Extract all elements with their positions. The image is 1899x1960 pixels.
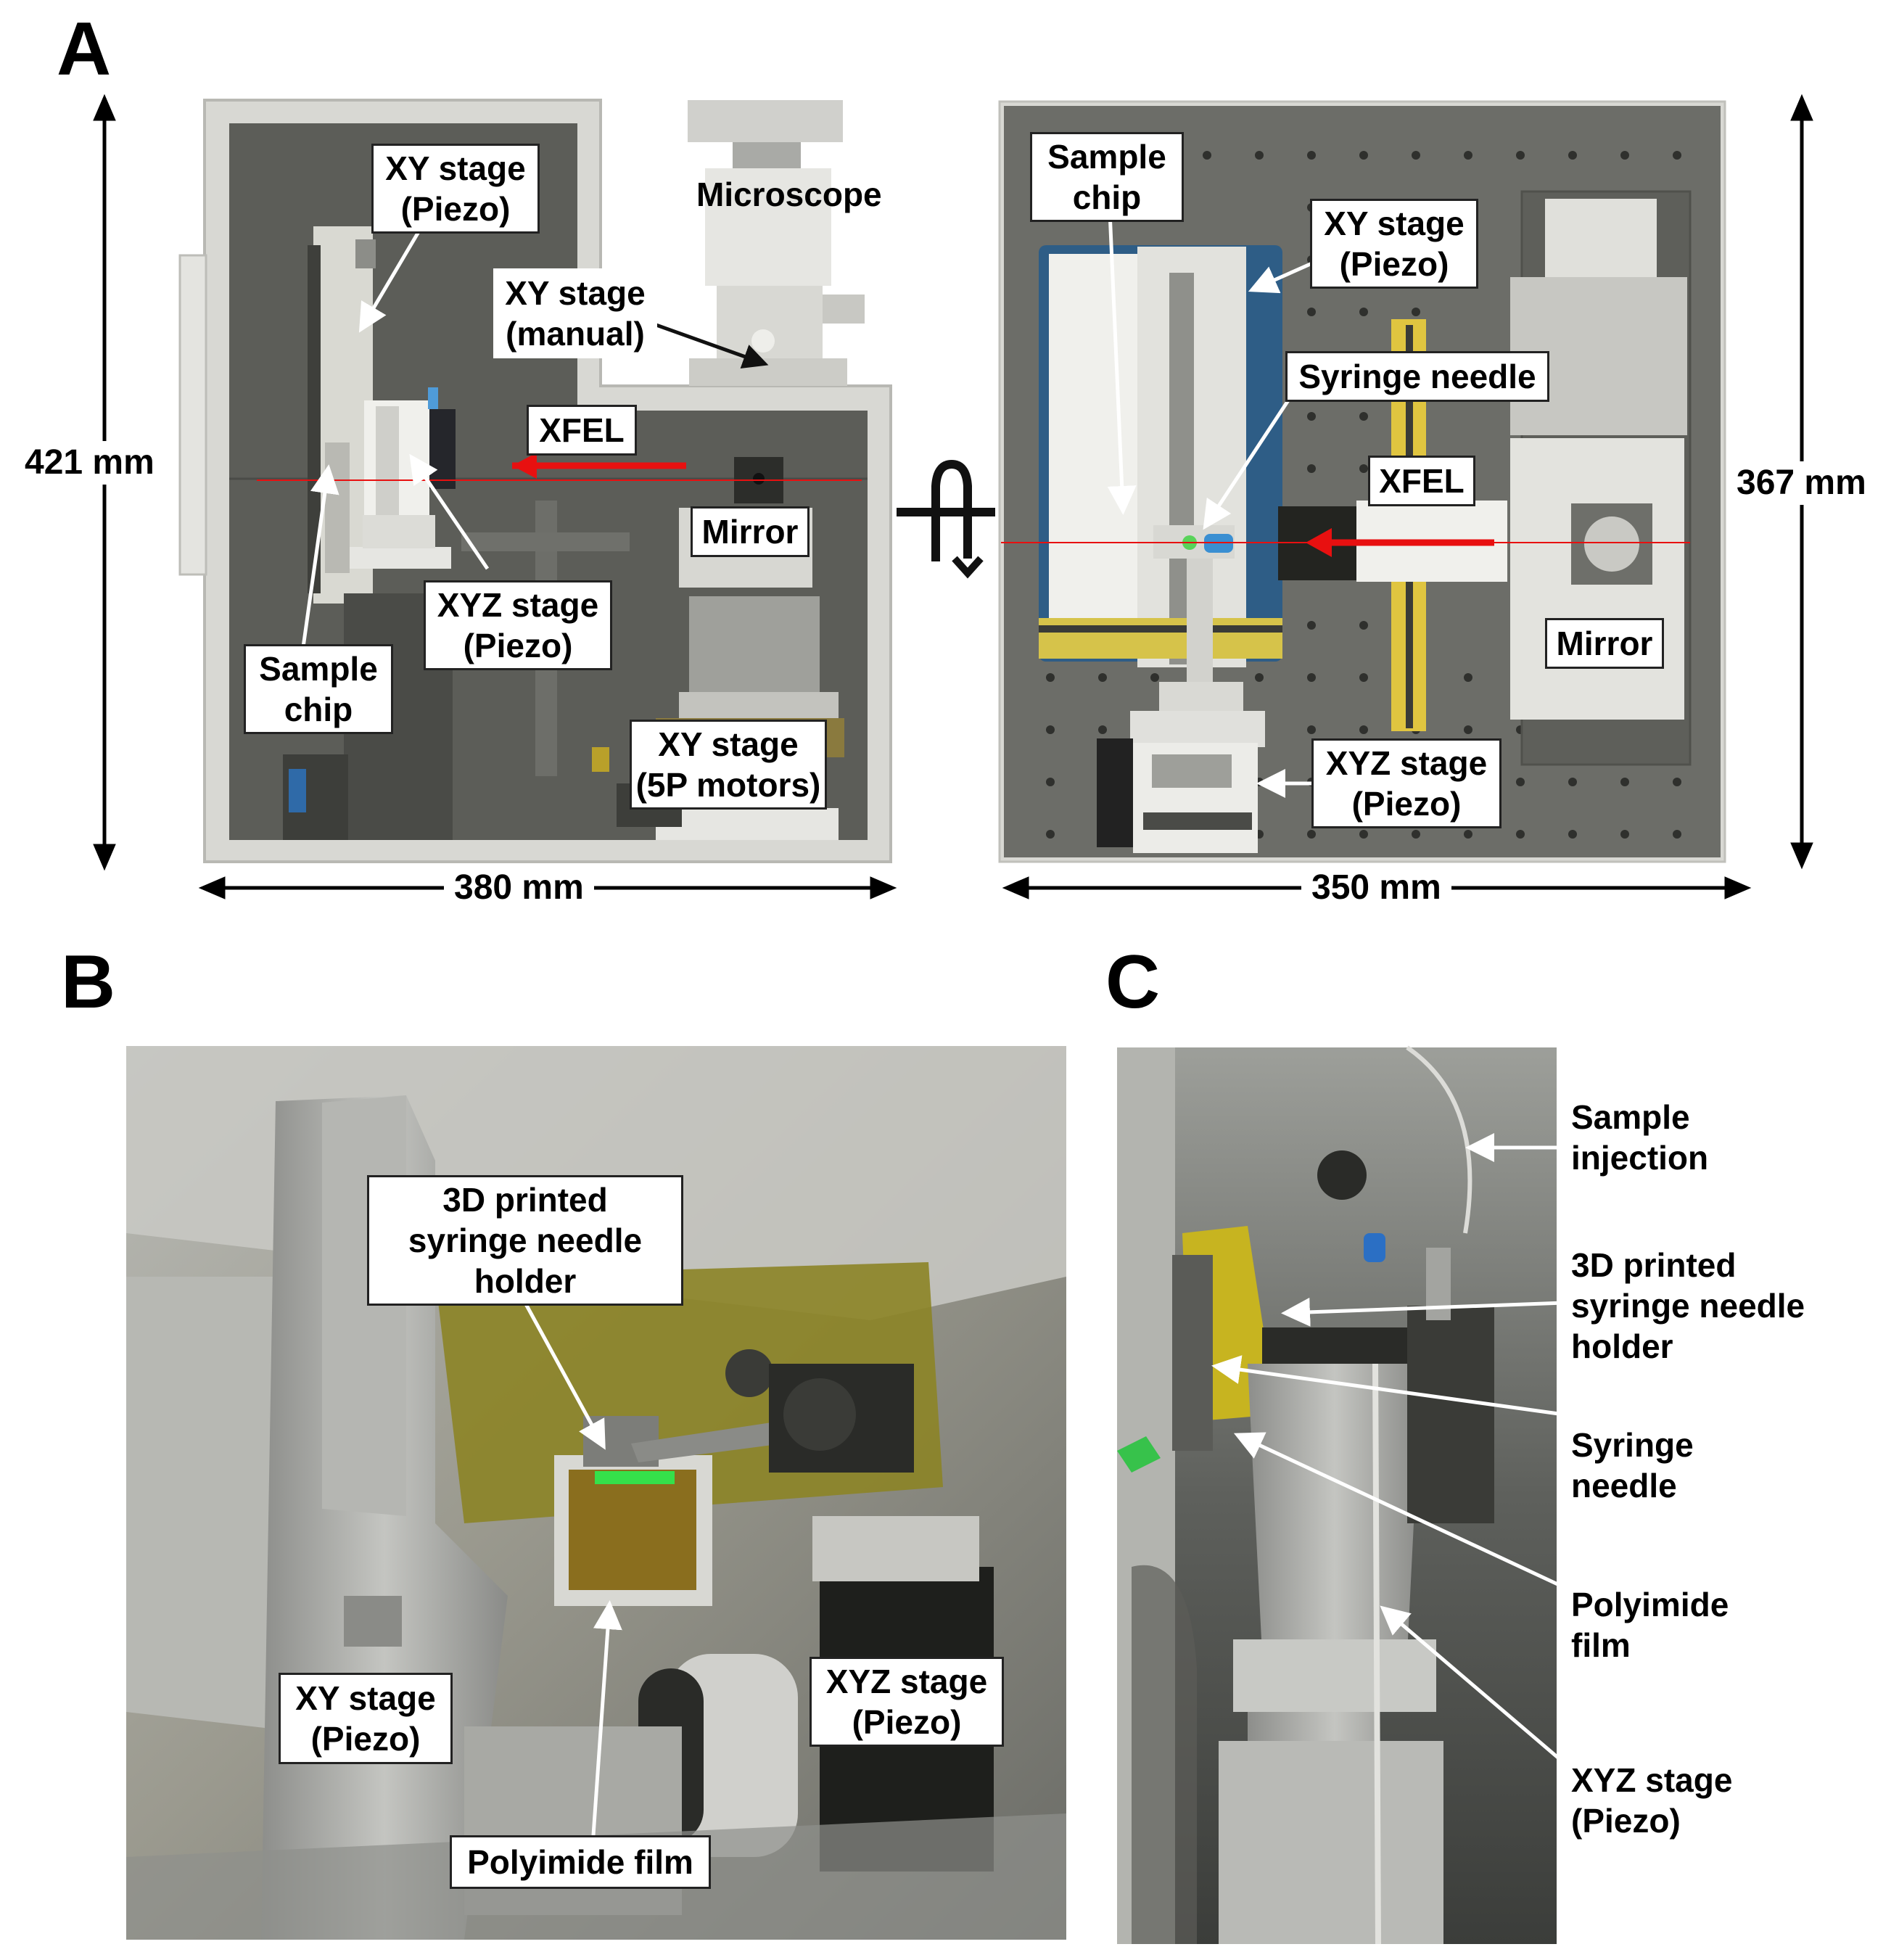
label-xyz-piezo-b: XYZ stage (Piezo) <box>810 1657 1004 1747</box>
label-microscope: Microscope <box>696 176 882 213</box>
label-line: chip <box>1072 178 1142 216</box>
label-line: chip <box>284 691 353 728</box>
label-line: syringe needle <box>1571 1287 1805 1325</box>
label-line: (Piezo) <box>310 1720 421 1758</box>
label-line: Sample <box>259 650 378 688</box>
label-line: (Piezo) <box>1351 785 1462 823</box>
dim-width-350: 350 mm <box>1301 866 1451 910</box>
label-sample-injection: Sample injection <box>1571 1097 1708 1178</box>
label-line: syringe needle <box>408 1222 643 1259</box>
label-xy-piezo-b: XY stage (Piezo) <box>279 1673 453 1764</box>
panel-b-letter: B <box>61 940 116 1024</box>
label-line: needle <box>1571 1467 1677 1504</box>
label-xy-piezo-side: XY stage (Piezo) <box>371 144 540 234</box>
label-line: 3D printed <box>442 1181 608 1219</box>
label-line: Sample <box>1571 1098 1690 1136</box>
label-line: film <box>1571 1626 1631 1664</box>
label-polyimide-c: Polyimide film <box>1571 1584 1729 1665</box>
dimension-arrows <box>93 94 1813 899</box>
label-line: XY stage <box>385 149 526 187</box>
xy-manual-pointer <box>643 318 769 369</box>
label-xyz-piezo-top: XYZ stage (Piezo) <box>1311 738 1502 828</box>
label-line: XY stage <box>505 274 646 312</box>
label-line: (Piezo) <box>1339 245 1449 283</box>
panel-a-letter: A <box>57 7 112 91</box>
label-line: Syringe <box>1571 1426 1694 1464</box>
label-sample-chip-side: Sample chip <box>244 644 393 734</box>
label-line: holder <box>1571 1327 1673 1365</box>
label-line: Sample <box>1047 138 1166 176</box>
label-line: XY stage <box>295 1679 436 1717</box>
label-holder-b: 3D printed syringe needle holder <box>367 1175 683 1306</box>
top-view-schematic <box>998 100 1726 863</box>
label-mirror-side: Mirror <box>691 506 810 557</box>
label-syringe-needle-top: Syringe needle <box>1285 351 1549 402</box>
label-xy-manual: XY stage (manual) <box>493 268 657 358</box>
label-line: (Piezo) <box>1571 1802 1681 1840</box>
label-line: (Piezo) <box>400 190 511 228</box>
photo-c <box>1117 1045 1557 1945</box>
label-xfel-side: XFEL <box>527 405 637 456</box>
dim-width-380: 380 mm <box>444 866 594 910</box>
label-line: XYZ stage <box>437 586 599 624</box>
label-sample-chip-top: Sample chip <box>1030 132 1184 222</box>
label-polyimide-b: Polyimide film <box>450 1835 711 1889</box>
label-syringe-needle-c: Syringe needle <box>1571 1425 1694 1506</box>
label-xy-5p: XY stage (5P motors) <box>630 720 827 810</box>
label-line: Polyimide <box>1571 1586 1729 1623</box>
label-xyz-piezo-side: XYZ stage (Piezo) <box>424 580 612 670</box>
label-line: XYZ stage <box>1571 1761 1733 1799</box>
label-line: injection <box>1571 1139 1709 1177</box>
label-line: holder <box>474 1262 577 1300</box>
label-xfel-top: XFEL <box>1368 456 1475 506</box>
label-line: XYZ stage <box>1325 744 1488 782</box>
label-line: XY stage <box>1324 205 1465 242</box>
label-line: (5P motors) <box>635 766 821 804</box>
label-line: XY stage <box>658 725 799 763</box>
label-holder-c: 3D printed syringe needle holder <box>1571 1245 1805 1367</box>
pointer-lines <box>301 211 1565 1836</box>
dim-height-421: 421 mm <box>22 441 157 485</box>
label-xy-piezo-top: XY stage (Piezo) <box>1310 199 1478 289</box>
label-line: (Piezo) <box>852 1703 962 1741</box>
label-line: 3D printed <box>1571 1246 1737 1284</box>
label-xyz-piezo-c: XYZ stage (Piezo) <box>1571 1760 1732 1841</box>
label-line: (Piezo) <box>463 627 573 664</box>
rotation-icon <box>897 459 995 579</box>
panel-c-letter: C <box>1105 940 1161 1024</box>
label-line: XYZ stage <box>825 1663 988 1700</box>
label-mirror-top: Mirror <box>1545 618 1664 669</box>
label-line: (manual) <box>506 315 645 353</box>
dim-height-367: 367 mm <box>1734 461 1869 505</box>
